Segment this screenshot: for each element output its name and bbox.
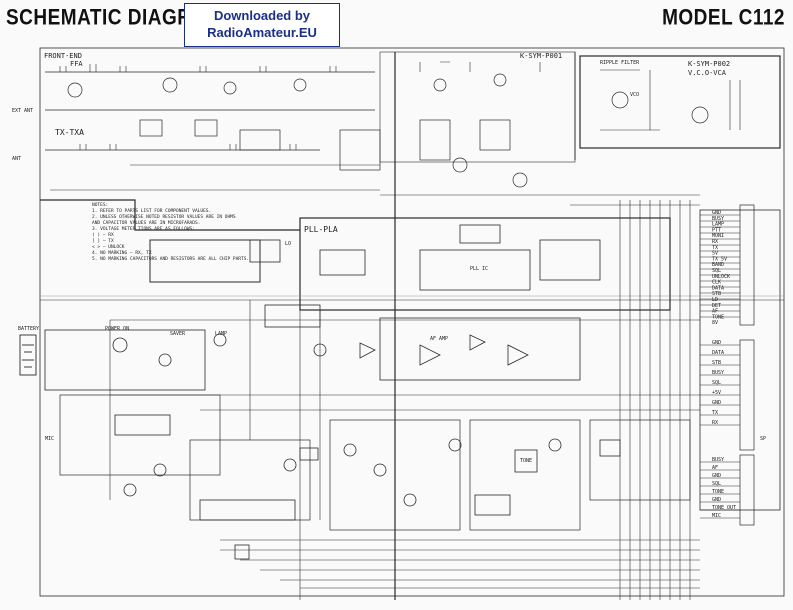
connector-pin-label: RX <box>712 239 718 245</box>
note-line: 3. VOLTAGE METER TIONS ARE AS FOLLOWS: <box>92 226 195 232</box>
connector-pin-label: 5V <box>712 251 718 257</box>
connector-pin-label: TONE <box>712 489 724 495</box>
note-line: NOTES: <box>92 202 108 208</box>
connector-pin-label: LAMP <box>712 222 724 228</box>
connector-pin-label: GND <box>712 473 721 479</box>
connector-pin-label: SQL <box>712 268 721 274</box>
download-line-2: RadioAmateur.EU <box>207 25 317 40</box>
label-front-end: FRONT-END <box>44 52 82 60</box>
label-tone: TONE <box>520 458 532 464</box>
label-saver: SAVER <box>170 331 186 337</box>
connector-pin-label: UNLOCK <box>712 274 730 280</box>
label-vco: V.C.O-VCA <box>688 69 727 77</box>
connector-pin-label: TX <box>712 410 718 416</box>
note-line: 2. UNLESS OTHERWISE NOTED RESISTOR VALUE… <box>92 214 236 220</box>
connector-pin-label: DET <box>712 303 721 309</box>
connector-pin-label: +5V <box>712 390 721 396</box>
connector-pin-label: SQL <box>712 380 721 386</box>
connector-pin-label: 8V <box>712 320 718 326</box>
connector-pin-label: TX <box>712 245 718 251</box>
connector-pin-label: AF <box>712 465 718 471</box>
label-k-sym-p001: K-SYM-P001 <box>520 52 562 60</box>
label-vco-ic: VCO <box>630 92 639 98</box>
label-ripple-filter: RIPPLE FILTER <box>600 60 640 66</box>
connector-pin-label: CLK <box>712 280 721 286</box>
note-line: [ ] — TX <box>92 238 114 244</box>
note-line: ( ) — RX <box>92 232 114 238</box>
label-ant: ANT <box>12 156 21 162</box>
label-ext-ant: EXT ANT <box>12 108 33 114</box>
connector-pin-label: LD <box>712 297 718 303</box>
connector-pin-label: STB <box>712 360 721 366</box>
connector-pin-label: TONE OUT <box>712 505 736 511</box>
schematic-frame <box>39 47 785 597</box>
connector-pin-label: SQL <box>712 481 721 487</box>
label-af-amp: AF AMP <box>430 336 448 342</box>
label-front-end-sub: FFA <box>70 60 83 68</box>
label-pll: PLL-PLA <box>304 225 338 234</box>
label-sp: SP <box>760 436 766 442</box>
connector-pin-label: STB <box>712 291 721 297</box>
connector-pin-label: BUSY <box>712 216 724 222</box>
connector-pin-label: DATA <box>712 285 724 291</box>
note-line: AND CAPACITOR VALUES ARE IN MICROFARADS. <box>92 220 200 226</box>
note-line: 5. NO MARKING CAPACITORS AND RESISTORS A… <box>92 256 249 262</box>
connector-pin-label: TONE <box>712 314 724 320</box>
connector-pin-label: PTT <box>712 227 721 233</box>
label-mic: MIC <box>45 436 54 442</box>
connector-pin-label: BUSY <box>712 370 724 376</box>
connector-pin-label: MIC <box>712 513 721 519</box>
connector-pin-label: GND <box>712 210 721 216</box>
model-title: MODEL C112 <box>662 6 785 31</box>
ic-block-left <box>149 239 261 283</box>
connector-pin-label: RX <box>712 420 718 426</box>
connector-pin-label: DATA <box>712 350 724 356</box>
connector-pin-label: GND <box>712 400 721 406</box>
connector-bottom-right-labels: BUSY AF GND SQL TONE GND TONE OUT MIC <box>712 457 736 519</box>
connector-pin-label: MONI <box>712 233 724 239</box>
vco-block <box>579 55 781 149</box>
label-pll-ic: PLL IC <box>470 266 488 272</box>
connector-pin-label: BUSY <box>712 457 724 463</box>
note-line: < > — UNLOCK <box>92 244 125 250</box>
label-lamp: LAMP <box>215 331 227 337</box>
note-line: 1. REFER TO PARTS LIST FOR COMPONENT VAL… <box>92 208 211 214</box>
label-k-sym-p002: K-SYM-P002 <box>688 60 730 68</box>
label-power-on: POWER ON <box>105 326 129 332</box>
connector-pin-label: GND <box>712 340 721 346</box>
download-badge[interactable]: Downloaded by RadioAmateur.EU <box>184 3 340 47</box>
label-battery: BATTERY <box>18 326 39 332</box>
connector-pin-label: AF <box>712 309 718 315</box>
connector-pin-label: BAND <box>712 262 724 268</box>
connector-pin-label: TX 5V <box>712 256 727 262</box>
label-tx: TX-TXA <box>55 128 84 137</box>
download-line-1: Downloaded by <box>213 8 311 23</box>
label-lo: LO <box>285 241 291 247</box>
connector-right-lower-labels: GND DATA STB BUSY SQL +5V GND TX RX <box>712 340 724 426</box>
notes-block: NOTES: 1. REFER TO PARTS LIST FOR COMPON… <box>92 202 249 262</box>
note-line: 4. NO MARKING — RX, TX <box>92 250 152 256</box>
connector-pin-label: GND <box>712 497 721 503</box>
